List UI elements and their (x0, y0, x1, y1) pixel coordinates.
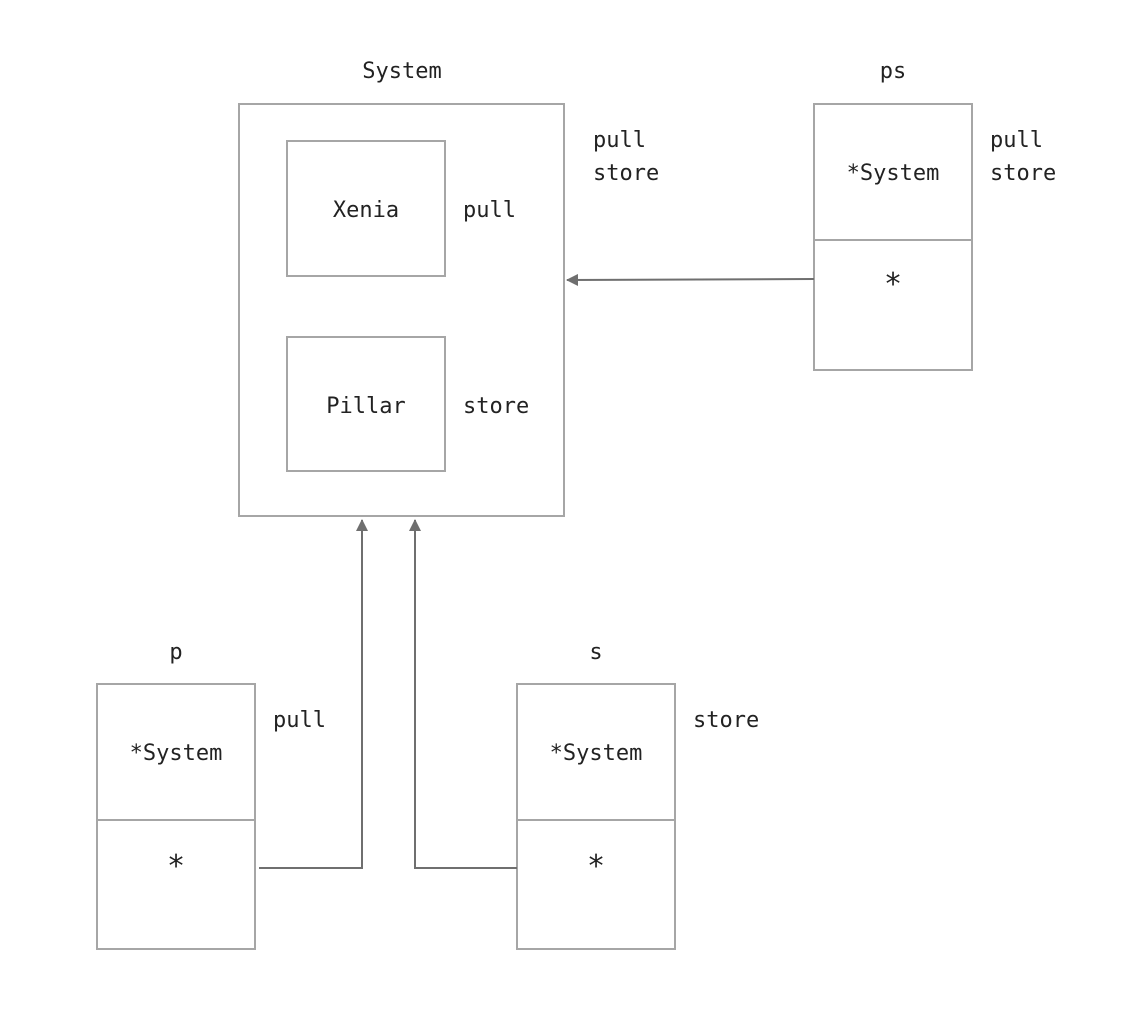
system-side-label-pull: pull (593, 128, 646, 153)
ps-title: ps (880, 59, 907, 84)
s-title: s (589, 640, 602, 665)
s-box (516, 683, 676, 950)
s-bottom-label: * (587, 849, 605, 884)
ps-bottom-label: * (884, 267, 902, 302)
system-node[interactable]: System Xenia pull Pillar store pull stor… (238, 59, 659, 517)
pillar-node[interactable]: Pillar (286, 336, 446, 472)
system-side-label-store: store (593, 161, 659, 186)
p-bottom-label: * (167, 849, 185, 884)
s-side-label: store (693, 708, 759, 733)
ps-side-label-pull: pull (990, 128, 1043, 153)
p-title: p (169, 640, 182, 665)
xenia-node[interactable]: Xenia (286, 140, 446, 277)
edge-ps-to-system[interactable] (566, 273, 815, 286)
pillar-port-label: store (463, 394, 529, 419)
ps-node[interactable]: ps *System * pull store (813, 59, 1056, 371)
pillar-label: Pillar (326, 394, 405, 419)
p-side-label: pull (273, 708, 326, 733)
ps-box (813, 103, 973, 371)
s-node[interactable]: s *System * store (516, 640, 759, 950)
p-top-label: *System (130, 741, 223, 766)
ps-top-label: *System (847, 161, 940, 186)
s-top-label: *System (550, 741, 643, 766)
p-box (96, 683, 256, 950)
ps-side-label-store: store (990, 161, 1056, 186)
p-node[interactable]: p *System * pull (96, 640, 326, 950)
edge-p-to-system[interactable] (259, 519, 368, 869)
xenia-label: Xenia (333, 198, 399, 223)
xenia-box (286, 140, 446, 277)
edge-s-to-system[interactable] (409, 519, 517, 869)
xenia-port-label: pull (463, 198, 516, 223)
system-title: System (362, 59, 441, 84)
pillar-box (286, 336, 446, 472)
